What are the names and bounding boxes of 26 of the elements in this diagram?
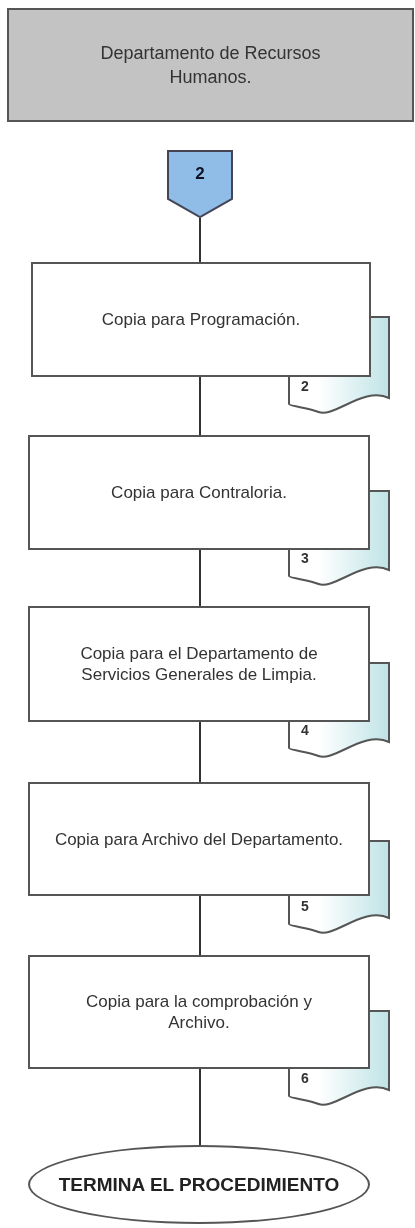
off-page-connector bbox=[167, 150, 233, 218]
connector-line bbox=[199, 549, 201, 607]
connector-line bbox=[199, 217, 201, 263]
process-box bbox=[28, 782, 370, 896]
step-label: Copia para la comprobación y Archivo. bbox=[85, 991, 313, 1033]
step-label: Copia para Archivo del Departamento. bbox=[54, 828, 344, 850]
document-number: 3 bbox=[301, 550, 309, 566]
process-box bbox=[28, 435, 370, 550]
step-label: Copia para Contraloria. bbox=[111, 482, 287, 503]
end-label: TERMINA EL PROCEDIMIENTO bbox=[58, 1172, 340, 1197]
connector-line bbox=[199, 376, 201, 436]
connector-line bbox=[199, 1068, 201, 1146]
connector-line bbox=[199, 721, 201, 783]
department-label: Departamento de Recursos Humanos. bbox=[99, 42, 322, 89]
step-label: Copia para Programación. bbox=[101, 309, 301, 330]
department-box bbox=[7, 8, 414, 122]
document-number: 5 bbox=[301, 898, 309, 914]
document-number: 2 bbox=[301, 378, 309, 394]
process-box bbox=[31, 262, 371, 377]
process-box bbox=[28, 606, 370, 722]
document-number: 6 bbox=[301, 1070, 309, 1086]
process-box bbox=[28, 955, 370, 1069]
connector-line bbox=[199, 895, 201, 956]
step-label: Copia para el Departamento de Servicios Generales de Limpia. bbox=[79, 643, 319, 685]
document-number: 4 bbox=[301, 722, 309, 738]
connector-number: 2 bbox=[195, 164, 205, 184]
